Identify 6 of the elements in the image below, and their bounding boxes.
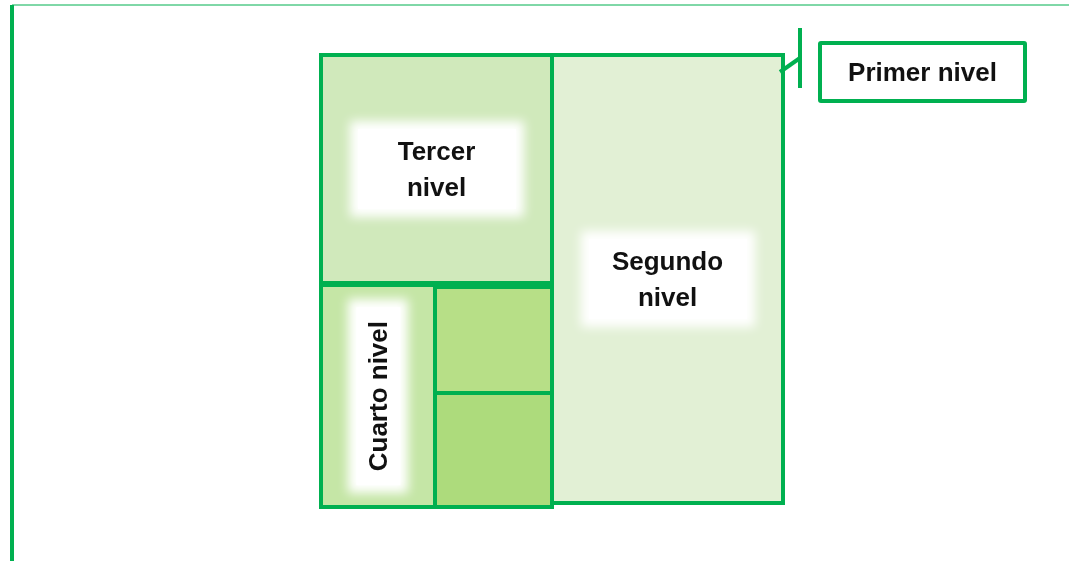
level-label: Primer nivel xyxy=(847,55,998,89)
leader-line xyxy=(778,28,802,88)
label-box xyxy=(818,41,1027,103)
level-label: Cuarto nivel xyxy=(355,306,401,486)
level-label: Segundo nivel xyxy=(588,238,747,320)
level-label: Tercer nivel xyxy=(357,128,516,210)
